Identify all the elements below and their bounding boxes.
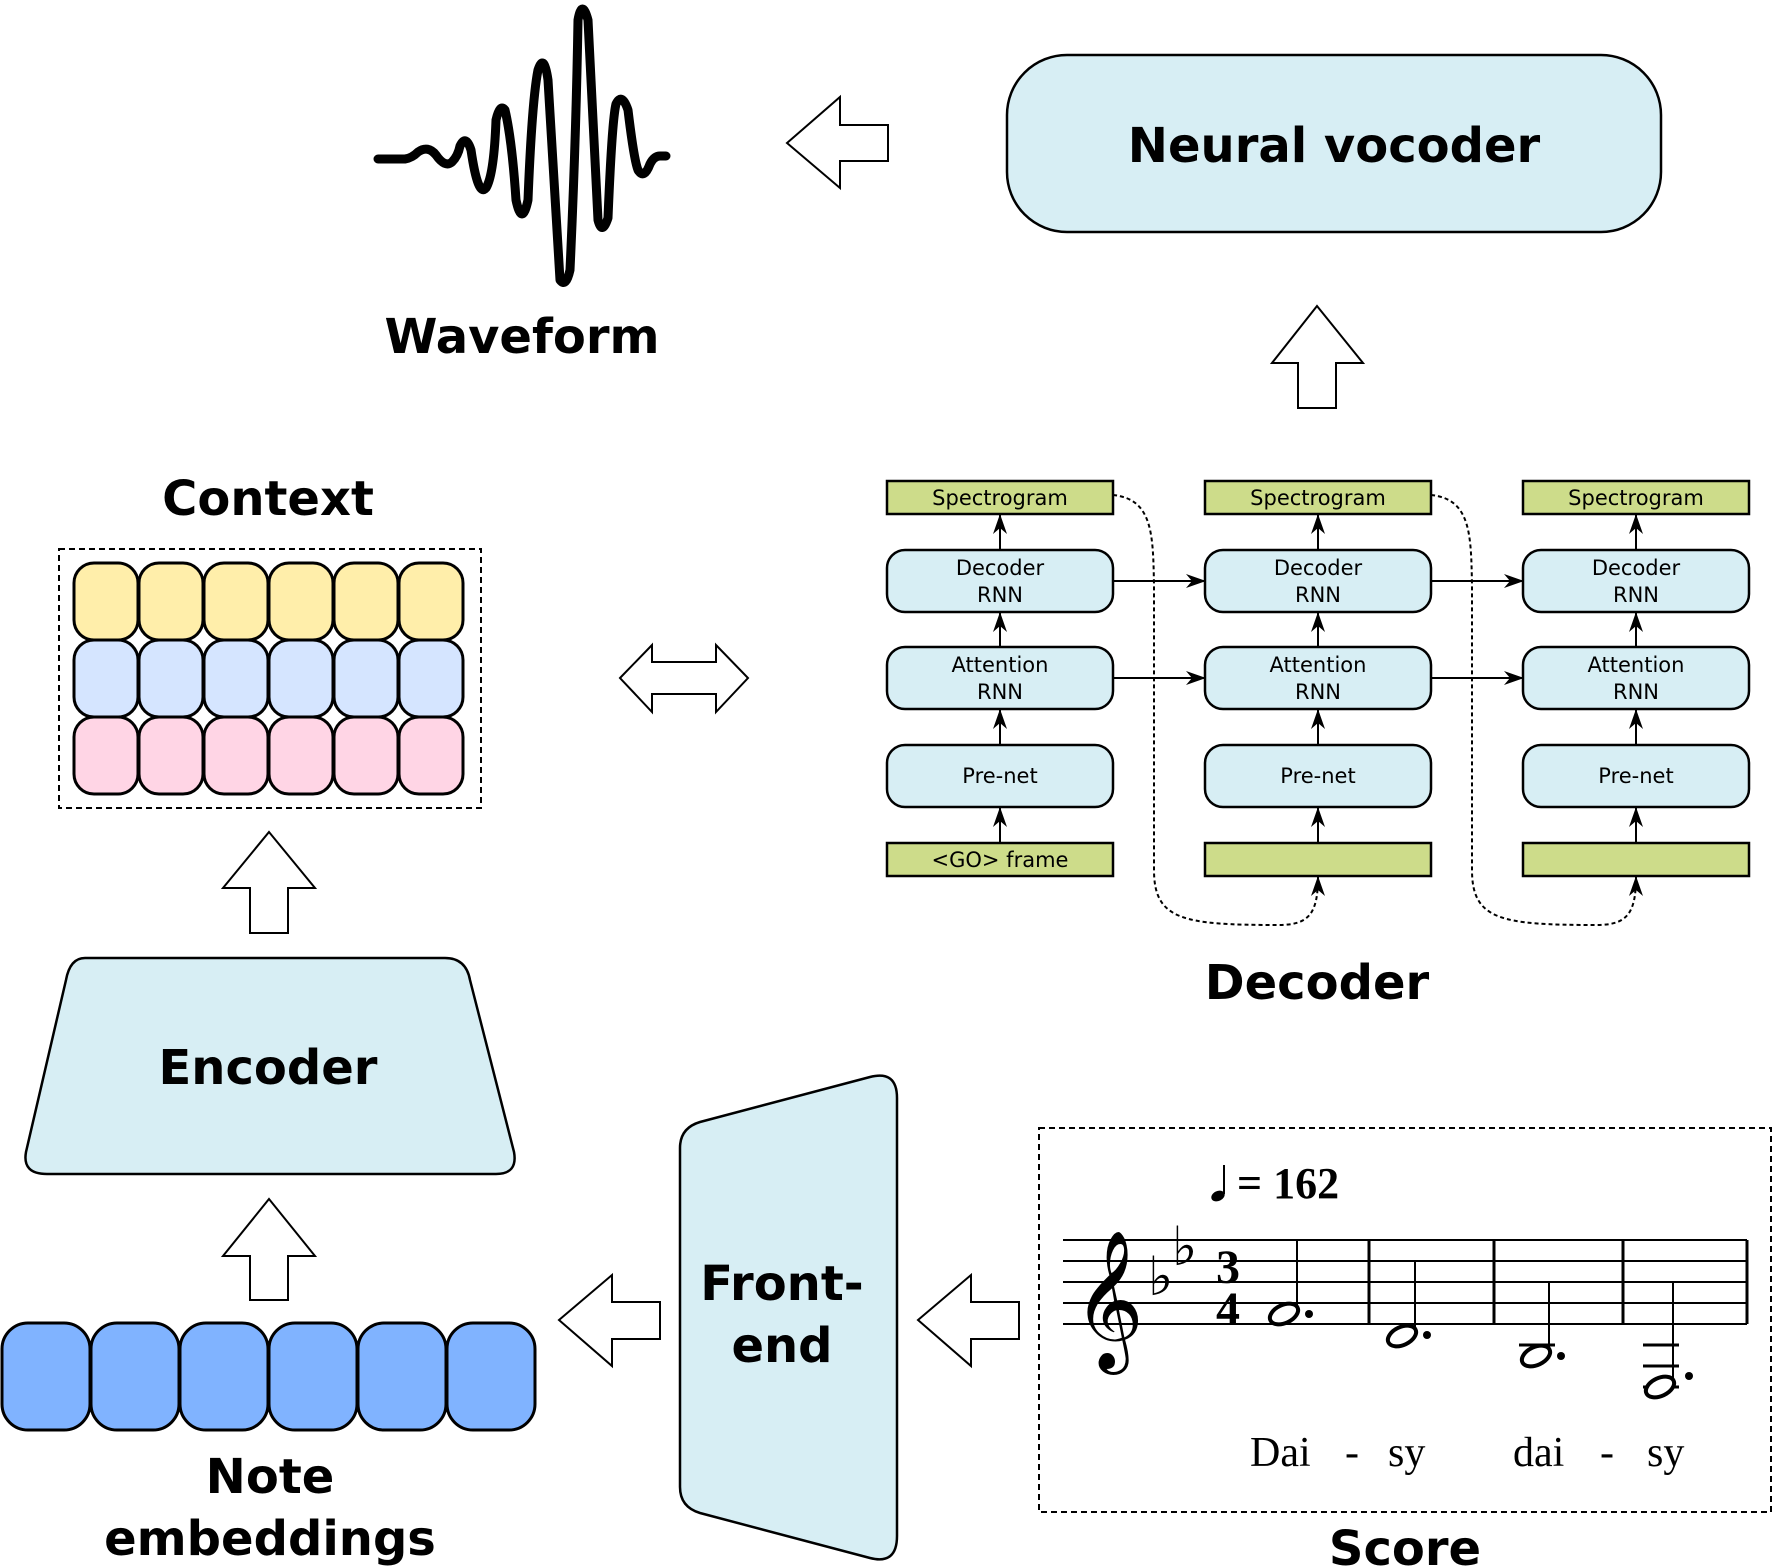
note-embedding-cell [267,1321,359,1432]
attention-rnn-label: RNN [977,680,1023,704]
context-cell-pink-row [72,715,140,796]
context-cell-yellow-row [332,561,400,642]
arrow-embeddings-to-encoder-icon [220,1197,318,1301]
decoder-rnn-label: RNN [1613,583,1659,607]
context-frame [58,548,482,809]
context-cell-yellow-row [72,561,140,642]
tempo-marking: = 162 [1211,1159,1339,1208]
flat-icon: ♭ [1148,1247,1173,1307]
context-cell-yellow-row [137,561,205,642]
note [1519,1282,1565,1369]
frontend-block: Front- end [678,1074,899,1561]
score-frame [1038,1127,1772,1513]
arrow-frontend-to-embeddings-icon [557,1272,661,1369]
lyric-syllable: sy [1647,1430,1684,1476]
treble-clef-icon: 𝄞 [1073,1232,1144,1375]
attention-rnn-label: Attention [1270,653,1367,677]
lyric-syllable: dai [1513,1430,1564,1476]
attention-rnn-label: RNN [1613,680,1659,704]
note-embeddings-label-line1: Note [206,1449,335,1505]
context-cell-pink-row [267,715,335,796]
waveform-icon [373,4,671,287]
prenet-label: Pre-net [1598,764,1673,788]
note [1267,1240,1313,1327]
context-cell-blue-row [332,638,400,719]
context-cell-yellow-row [267,561,335,642]
context-cell-blue-row [137,638,205,719]
lyric-syllable: Dai [1250,1430,1311,1476]
note-embedding-cell [356,1321,448,1432]
feedback-dashed-connector [1112,494,1319,927]
decoder-rnn-label: Decoder [1274,556,1363,580]
note [1643,1282,1693,1400]
frontend-label-line2: end [731,1318,832,1374]
decoder-rnn-label: Decoder [956,556,1045,580]
arrow-decoder-to-vocoder-icon [1269,304,1366,409]
flat-icon: ♭ [1172,1217,1197,1277]
spectrogram-label: Spectrogram [1568,486,1704,510]
decoder-rnn-label: RNN [977,583,1023,607]
arrow-context-decoder-bidirectional-icon [618,642,750,715]
context-cell-blue-row [397,638,465,719]
decoder-rnn-label: RNN [1295,583,1341,607]
arrow-encoder-to-context-icon [220,830,318,934]
lyric-syllable: sy [1388,1430,1425,1476]
arrow-vocoder-to-waveform-icon [785,94,889,191]
score-label: Score [1329,1521,1481,1566]
neural-vocoder-label: Neural vocoder [1128,118,1541,174]
lyric-syllable: - [1600,1430,1614,1476]
context-cell-yellow-row [397,561,465,642]
score-sheet-music: = 162 𝄞 ♭ ♭ 3 4 [1063,1159,1749,1476]
spectrogram-label: Spectrogram [932,486,1068,510]
encoder-label: Encoder [159,1040,378,1096]
context-cell-pink-row [332,715,400,796]
tempo-value: = 162 [1237,1159,1339,1208]
time-signature-bottom: 4 [1216,1283,1240,1336]
context-grid [72,561,465,796]
context-label: Context [162,471,374,527]
note-embedding-cell [89,1321,181,1432]
decoder-rnn-label: Decoder [1592,556,1681,580]
note-embedding-cell [0,1321,92,1432]
input-frame-label: <GO> frame [932,848,1069,872]
prenet-label: Pre-net [962,764,1037,788]
attention-rnn-label: Attention [952,653,1049,677]
prenet-label: Pre-net [1280,764,1355,788]
neural-vocoder-block: Neural vocoder [1005,53,1663,234]
context-cell-blue-row [267,638,335,719]
quarter-note-icon [1211,1190,1225,1202]
context-cell-yellow-row [202,561,270,642]
attention-rnn-label: RNN [1295,680,1341,704]
decoder-step: SpectrogramDecoderRNNAttentionRNNPre-net… [885,479,1325,927]
note-embeddings-label-line2: embeddings [104,1511,436,1566]
note [1385,1261,1431,1349]
note-embeddings [0,1321,537,1432]
context-cell-blue-row [72,638,140,719]
context-cell-pink-row [137,715,205,796]
context-cell-blue-row [202,638,270,719]
spectrogram-label: Spectrogram [1250,486,1386,510]
time-signature-top: 3 [1216,1241,1240,1294]
input-frame [885,841,1115,878]
input-frame [1521,841,1751,878]
input-frame [1203,841,1433,878]
frontend-label-line1: Front- [700,1256,863,1312]
context-cell-pink-row [202,715,270,796]
note-embedding-cell [178,1321,270,1432]
waveform-label: Waveform [384,309,659,365]
encoder-block: Encoder [24,956,516,1176]
decoder-unrolled: SpectrogramDecoderRNNAttentionRNNPre-net… [885,479,1751,927]
lyric-syllable: - [1345,1430,1359,1476]
note-embedding-cell [445,1321,537,1432]
arrow-score-to-frontend-icon [916,1272,1020,1369]
context-cell-pink-row [397,715,465,796]
attention-rnn-label: Attention [1588,653,1685,677]
feedback-dashed-connector [1430,494,1637,927]
decoder-label: Decoder [1205,955,1430,1011]
